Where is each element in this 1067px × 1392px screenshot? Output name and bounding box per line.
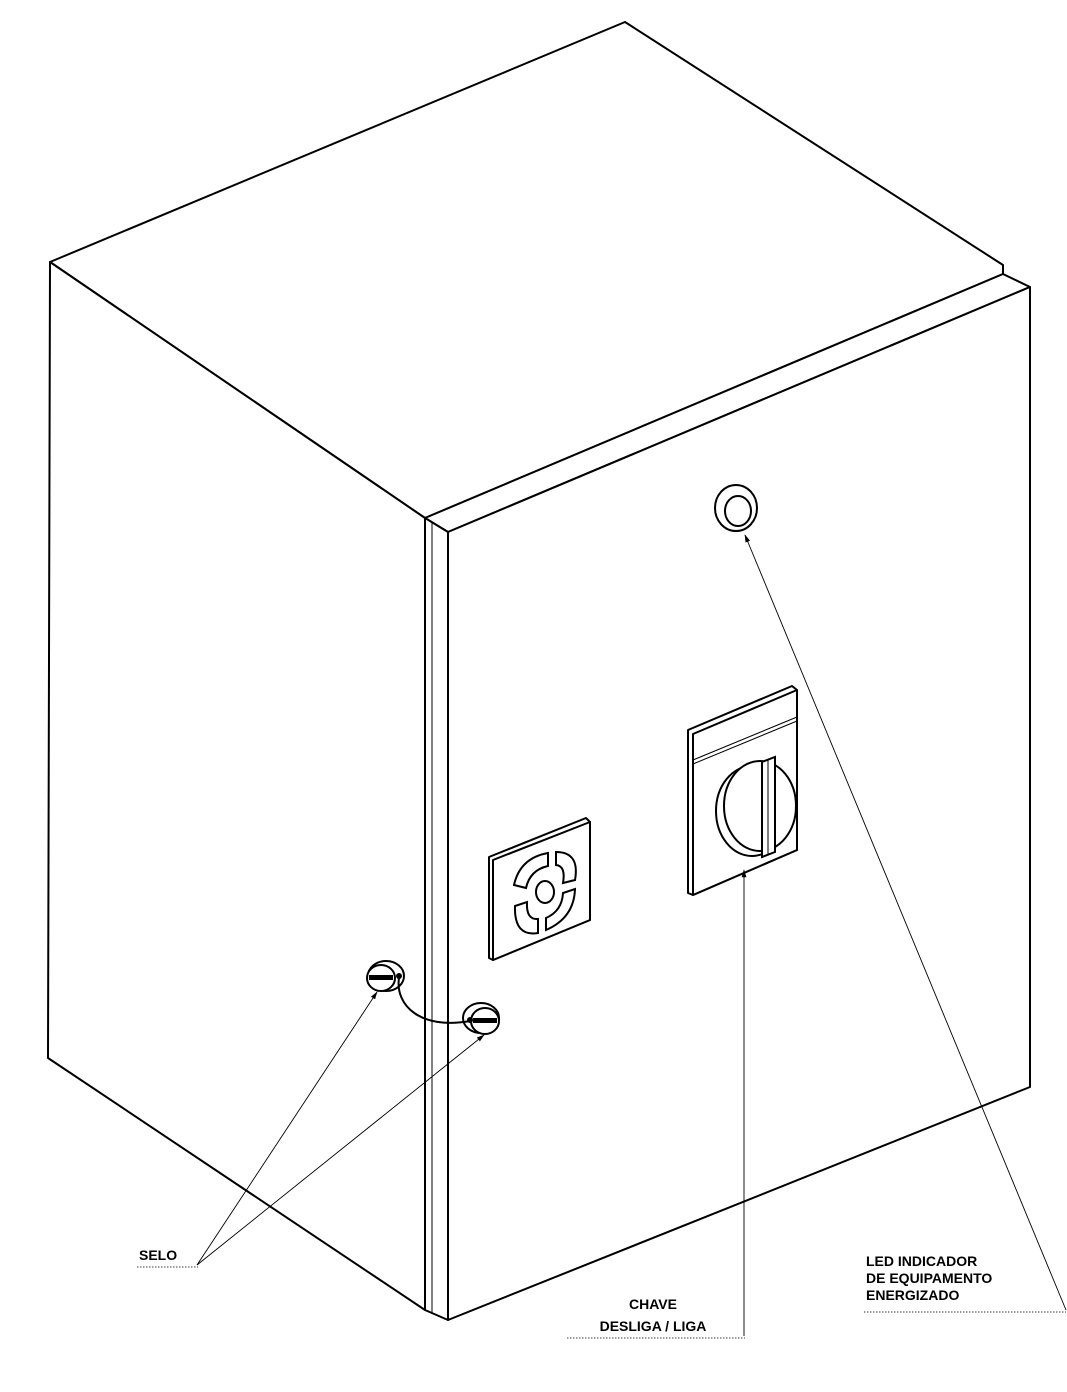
- enclosure-cabinet: [47, 21, 1004, 1311]
- selo-leader-1: [196, 991, 378, 1266]
- selo-label: SELO: [139, 1247, 177, 1263]
- led-leader: [744, 534, 1067, 1311]
- leader-lines: [196, 534, 1067, 1336]
- label-led: LED INDICADOR DE EQUIPAMENTO ENERGIZADO: [864, 1253, 1066, 1313]
- seal-screw-lower: [462, 1002, 500, 1035]
- led-indicator: [714, 484, 758, 532]
- rotary-switch: [687, 685, 798, 896]
- seal-wire: [397, 977, 471, 1024]
- grille-slots: [512, 850, 577, 935]
- label-selo: SELO: [137, 1247, 198, 1268]
- seal-screws: [366, 960, 500, 1035]
- led-label-line1: LED INDICADOR: [866, 1253, 977, 1269]
- seal-screw-upper: [366, 960, 405, 992]
- chave-label-line2: DESLIGA / LIGA: [600, 1318, 707, 1334]
- led-label-line2: DE EQUIPAMENTO: [866, 1270, 992, 1286]
- grille-center: [535, 880, 555, 904]
- label-chave: CHAVE DESLIGA / LIGA: [567, 1296, 745, 1339]
- door-side-edge: [424, 517, 449, 1321]
- led-label-line3: ENERGIZADO: [866, 1287, 959, 1303]
- ventilation-grille: [488, 817, 591, 961]
- chave-label-line1: CHAVE: [629, 1296, 677, 1312]
- selo-leader-2: [196, 1034, 485, 1266]
- switch-knob: [715, 755, 797, 859]
